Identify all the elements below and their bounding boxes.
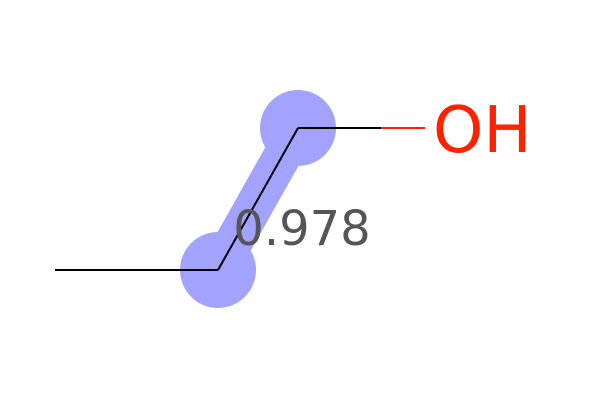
atom-label-oh: OH: [433, 94, 532, 168]
highlight-score-label: 0.978: [233, 201, 370, 257]
bond-layer: [55, 127, 425, 271]
bond-c2-c3: [217, 127, 299, 271]
